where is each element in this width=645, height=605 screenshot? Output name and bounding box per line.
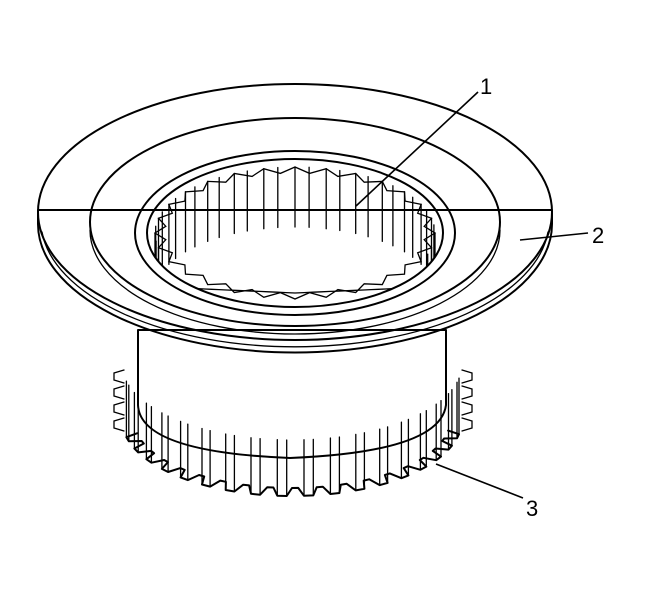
flange-shoulder-ring — [89, 117, 501, 327]
gear-side-tooth — [113, 369, 125, 384]
gear-side-tooth — [113, 385, 125, 400]
hub-cylinder — [137, 329, 447, 459]
bore-chamfer-outer — [134, 150, 456, 316]
flange-rim — [37, 209, 553, 354]
callout-2: 2 — [592, 223, 604, 248]
callout-1: 1 — [480, 74, 492, 99]
leader-line-3 — [435, 463, 524, 499]
gear-side-tooth — [113, 401, 125, 416]
hub-body — [137, 329, 447, 459]
leader-lines — [355, 91, 589, 499]
callout-3: 3 — [526, 496, 538, 521]
spline-tooth-rim — [153, 166, 437, 300]
splined-bore — [134, 150, 456, 316]
gear-side-tooth — [461, 385, 473, 400]
outer-gear-ring — [113, 369, 473, 497]
flange-shoulder-edge — [89, 229, 501, 335]
flange-top-face — [37, 83, 553, 341]
gear-tooth-edges — [113, 369, 473, 497]
leader-line-2 — [519, 232, 589, 241]
flange — [37, 83, 553, 354]
gear-side-tooth — [461, 369, 473, 384]
gear-side-tooth — [461, 417, 473, 432]
gear-side-tooth — [113, 417, 125, 432]
internal-spline-ridges — [154, 166, 436, 307]
hub-lower-edge — [137, 404, 447, 459]
gear-side-tooth — [461, 401, 473, 416]
leader-line-1 — [355, 91, 479, 207]
flange-underside-edge — [41, 231, 549, 348]
bore-opening — [146, 158, 444, 308]
